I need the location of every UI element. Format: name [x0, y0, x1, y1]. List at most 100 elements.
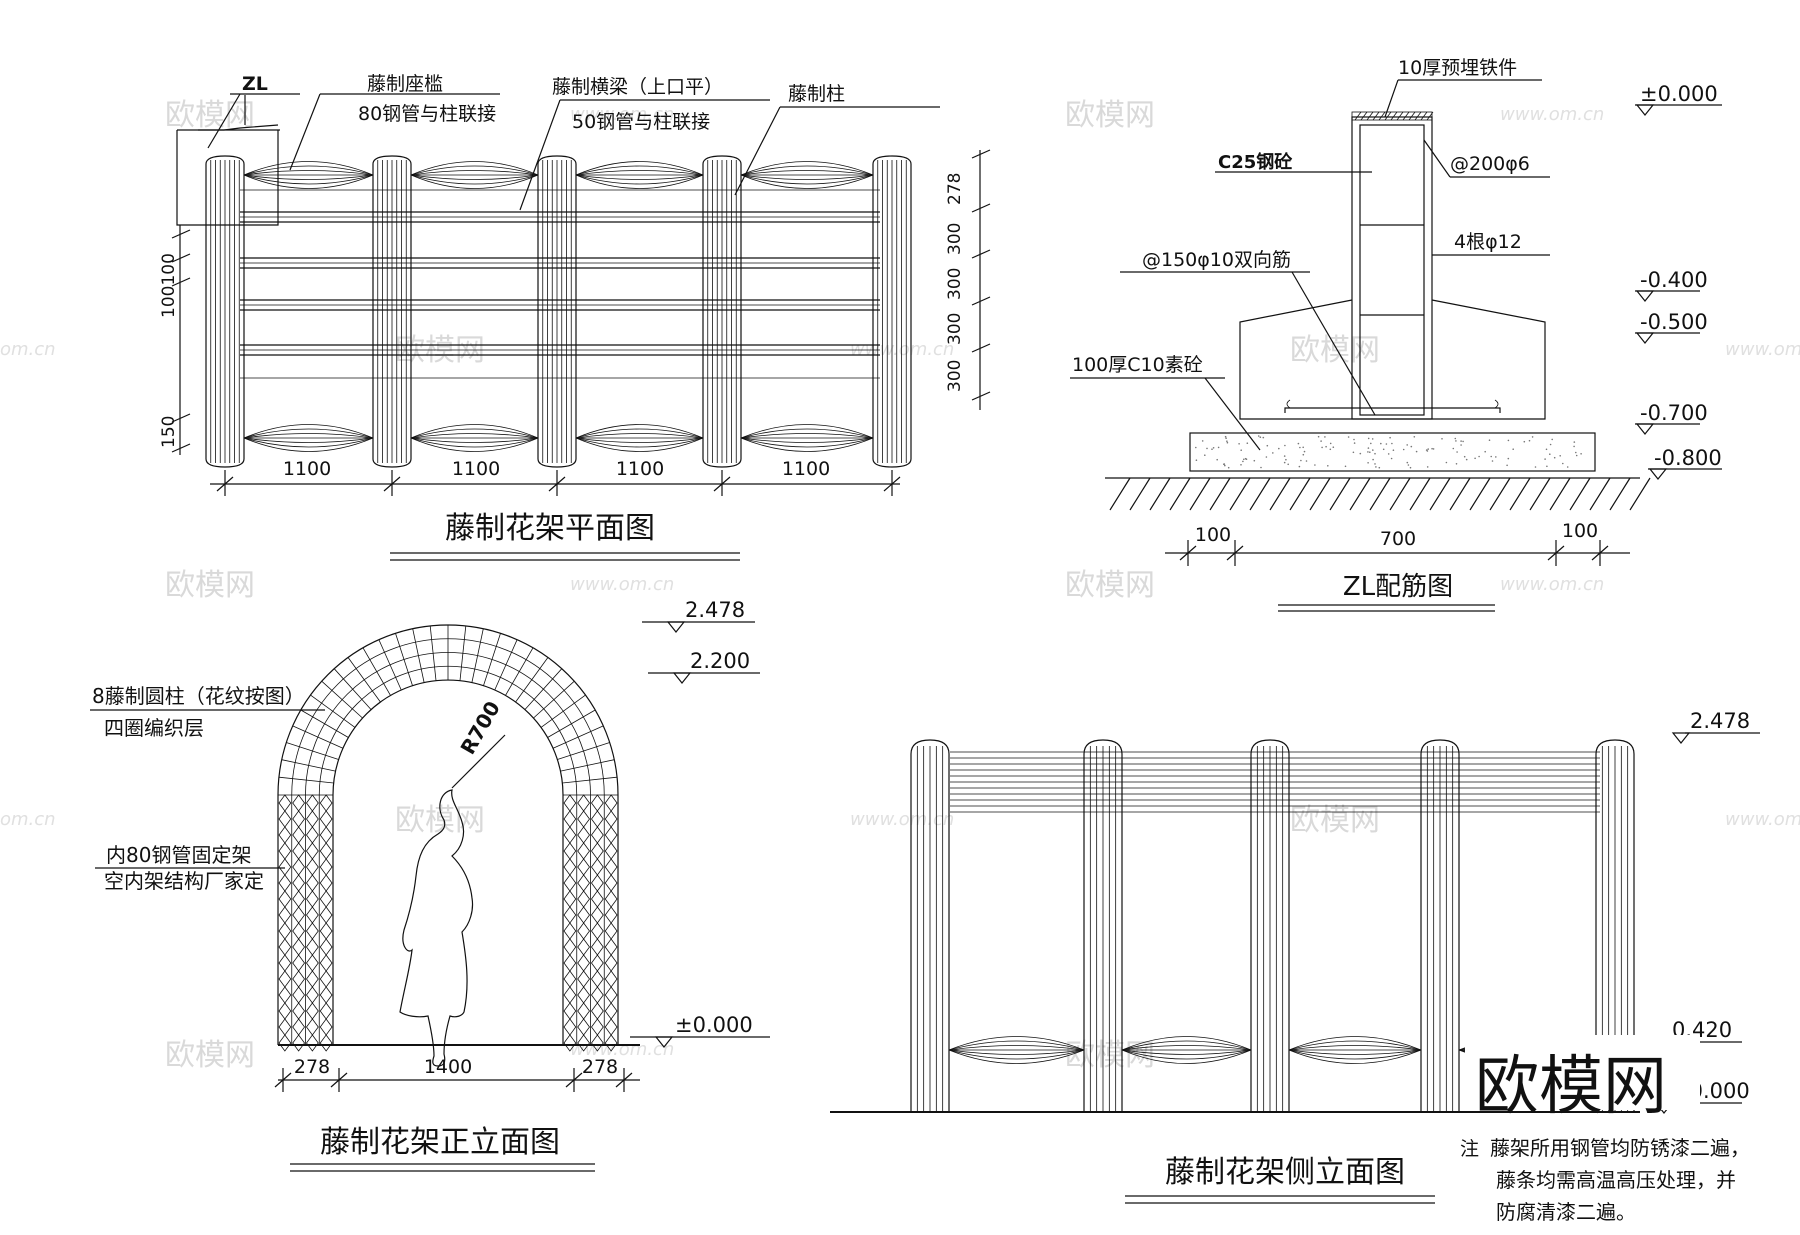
- leg-weave-cell: [306, 858, 319, 876]
- cushion-dot: [1287, 463, 1289, 466]
- radius-leader: [451, 734, 506, 789]
- cushion-dot: [1283, 455, 1286, 457]
- plan-seat-weave: [575, 428, 704, 439]
- cushion-dot: [1441, 438, 1443, 440]
- leg-weave-cell: [577, 954, 590, 972]
- plan-seat-weave: [243, 174, 374, 189]
- leg-weave-cell: [292, 794, 305, 812]
- cushion-dot: [1452, 447, 1455, 450]
- cushion-dot: [1462, 440, 1464, 443]
- cushion-dot: [1426, 466, 1429, 468]
- side-seat-weave: [1288, 1049, 1422, 1055]
- ground-hatch-stroke: [1309, 477, 1331, 511]
- side-seat-weave: [948, 1040, 1085, 1051]
- leg-weave-cell: [563, 986, 577, 1004]
- side-seat-weave: [948, 1049, 1085, 1064]
- plan-seat-weave: [410, 161, 539, 176]
- cushion-dot: [1456, 451, 1458, 453]
- cushion-dot: [1317, 435, 1320, 438]
- leg-weave-cell: [591, 1002, 604, 1020]
- cushion-dot: [1324, 436, 1326, 438]
- cushion-dot: [1195, 446, 1197, 449]
- cushion-dot: [1299, 446, 1301, 449]
- cushion-dot: [1332, 446, 1335, 449]
- cushion-dot: [1507, 439, 1510, 442]
- leg-weave-cell: [278, 826, 292, 844]
- side-seat-weave: [1288, 1049, 1422, 1064]
- leg-weave-cell: [591, 794, 604, 812]
- leg-weave-cell: [563, 858, 577, 876]
- elevation-triangle: [1635, 104, 1655, 116]
- cushion-dot: [1460, 444, 1462, 446]
- leg-weave-cell: [563, 1034, 577, 1052]
- leg-weave-cell: [292, 890, 305, 908]
- watermark-url: www.om.cn: [850, 339, 954, 360]
- plan-seat-weave: [740, 424, 874, 439]
- cushion-dot: [1553, 456, 1556, 459]
- cushion-dot: [1204, 454, 1206, 457]
- plan-seat-weave: [740, 437, 874, 443]
- watermark-url: www.om.cn: [1500, 104, 1604, 125]
- side-seat-weave: [1121, 1049, 1252, 1064]
- leg-weave-cell: [563, 794, 577, 812]
- side-seat-weave: [1121, 1040, 1252, 1051]
- side-beams: [950, 751, 1600, 813]
- embed-leader-pointer: [1384, 79, 1399, 118]
- watermark-url: www.om.cn: [570, 574, 674, 595]
- cushion-dot: [1302, 453, 1305, 456]
- watermark-layer: 欧模网 欧模网 欧模网 欧模网 欧模网 欧模网 欧模网 欧模网 欧模网 欧模网 …: [0, 98, 1800, 1073]
- plan-right-dim-300c: 300: [945, 313, 965, 345]
- zl-cushion-texture: [1195, 435, 1582, 469]
- leg-weave-cell: [591, 890, 604, 908]
- plan-seat-weave: [243, 428, 374, 439]
- cushion-dot: [1432, 448, 1435, 450]
- plan-beams: [240, 189, 880, 379]
- leg-weave-cell: [306, 970, 319, 988]
- ground-hatch-stroke: [1189, 477, 1211, 511]
- woven-arch: [277, 624, 619, 1052]
- leg-weave-cell: [577, 1002, 590, 1020]
- leg-weave-cell: [591, 954, 604, 972]
- ground-hatch-stroke: [1129, 477, 1151, 511]
- ground-hatch-stroke: [1469, 477, 1491, 511]
- watermark-url: www.om.cn: [850, 809, 954, 830]
- leg-weave-cell: [292, 906, 305, 924]
- cushion-dot: [1297, 442, 1300, 445]
- note-line-1: 藤架所用钢管均防锈漆二遍，: [1490, 1136, 1750, 1160]
- plan-seat-weave: [410, 174, 539, 189]
- hatch-stroke: [1354, 111, 1362, 121]
- elevation-triangle: [1635, 290, 1655, 302]
- cushion-dot: [1531, 436, 1534, 438]
- arch-weave: [412, 628, 425, 683]
- plan-column: [702, 155, 742, 468]
- ground-hatch-stroke: [1549, 477, 1571, 511]
- plan-seats: [243, 161, 874, 452]
- plan-seat-weave: [410, 437, 539, 448]
- leg-weave-cell: [563, 970, 577, 988]
- arch-weave: [494, 639, 518, 691]
- cushion-dot: [1562, 462, 1564, 465]
- zl-elevation-0: ±0.000: [1640, 82, 1718, 106]
- hatch-stroke: [1384, 111, 1392, 121]
- cushion-dot: [1238, 443, 1240, 445]
- arch-weave: [459, 625, 467, 681]
- leg-weave-cell: [591, 858, 604, 876]
- ground-hatch-stroke: [1509, 477, 1531, 511]
- leg-weave-cell: [319, 810, 333, 828]
- front-column-label: 8藤制圆柱（花纹按图）: [92, 684, 305, 708]
- plan-column: [537, 155, 577, 468]
- ground-hatch-stroke: [1269, 477, 1291, 511]
- cushion-dot: [1455, 463, 1458, 465]
- plan-seat-weave: [575, 165, 704, 176]
- side-seat-weave: [1121, 1045, 1252, 1051]
- seat-pipe-label: 80钢管与柱联接: [358, 103, 496, 125]
- leg-weave-cell: [278, 874, 292, 892]
- cushion-dot: [1528, 439, 1531, 442]
- radius-label: R700: [456, 697, 505, 758]
- leg-weave-cell: [319, 890, 333, 908]
- leg-weave-cell: [591, 874, 604, 892]
- side-seat-weave: [1121, 1036, 1252, 1051]
- watermark-url: om.cn: [0, 339, 56, 360]
- side-elevation: 2.478 0.420 ±0.000 藤制花架侧立面图: [830, 709, 1760, 1204]
- leg-weave-cell: [604, 874, 618, 892]
